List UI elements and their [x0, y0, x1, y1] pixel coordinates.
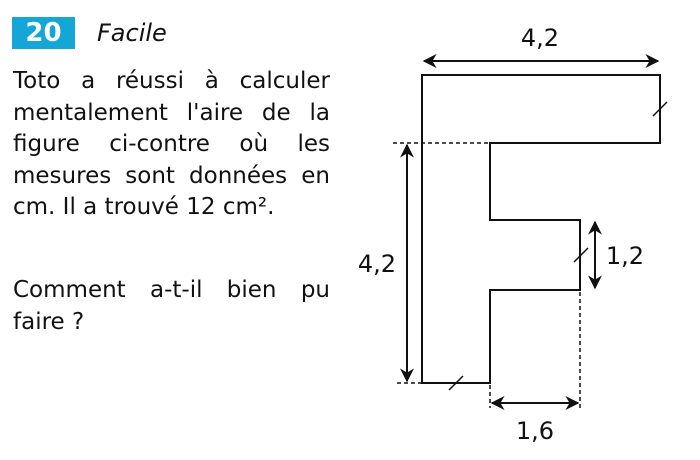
notch-height-label: 1,2 — [606, 242, 644, 270]
dimension-arrows — [400, 54, 660, 410]
left-height-label: 4,2 — [358, 250, 396, 278]
statement-paragraph: Toto a réussi à calculer mentalement l'a… — [13, 68, 330, 220]
f-shape-outline — [421, 74, 661, 384]
bottom-width-label: 1,6 — [516, 417, 554, 445]
question-paragraph: Comment a-t-il bien pu faire ? — [13, 277, 330, 335]
exercise-number-badge: 20 — [12, 17, 75, 49]
dashed-guides — [393, 142, 581, 408]
top-width-label: 4,2 — [521, 24, 559, 52]
equal-length-ticks — [448, 101, 668, 391]
difficulty-label: Facile — [97, 19, 167, 47]
